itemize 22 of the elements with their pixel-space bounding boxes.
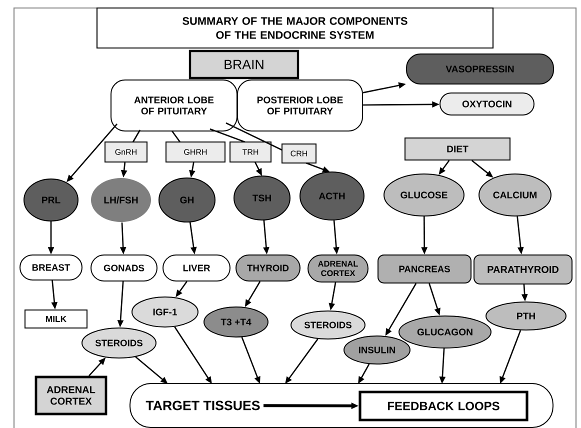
organ-pill: GONADS: [90, 254, 158, 282]
pituitary-lobe: ANTERIOR LOBE OF PITUITARY: [110, 79, 238, 132]
organ-box: PANCREAS: [378, 254, 472, 284]
brain-box: BRAIN: [188, 50, 300, 80]
organ-pill: ADRENAL CORTEX: [308, 254, 368, 282]
target-tissues-label: TARGET TISSUES: [143, 396, 263, 416]
feedback-box: FEEDBACK LOOPS: [358, 390, 528, 422]
pituitary-lobe: POSTERIOR LOBE OF PITUITARY: [237, 79, 363, 132]
diet-box: DIET: [404, 138, 510, 160]
title-box: SUMMARY OF THE MAJOR COMPONENTS OF THE ENDOCRINE SYSTEM: [96, 7, 494, 49]
releasing-hormone-box: CRH: [282, 144, 316, 164]
product-box: MILK: [24, 310, 88, 328]
organ-pill: BREAST: [20, 254, 82, 280]
organ-pill: LIVER: [162, 254, 230, 282]
organ-box: PARATHYROID: [474, 254, 572, 284]
hormone-pill: OXYTOCIN: [440, 92, 534, 116]
releasing-hormone-box: TRH: [230, 142, 272, 162]
releasing-hormone-box: GHRH: [166, 142, 226, 162]
organ-pill: THYROID: [236, 254, 300, 282]
hormone-pill: VASOPRESSIN: [406, 54, 554, 84]
releasing-hormone-box: GnRH: [104, 142, 148, 162]
adrenal-cortex-box: ADRENAL CORTEX: [34, 376, 108, 416]
